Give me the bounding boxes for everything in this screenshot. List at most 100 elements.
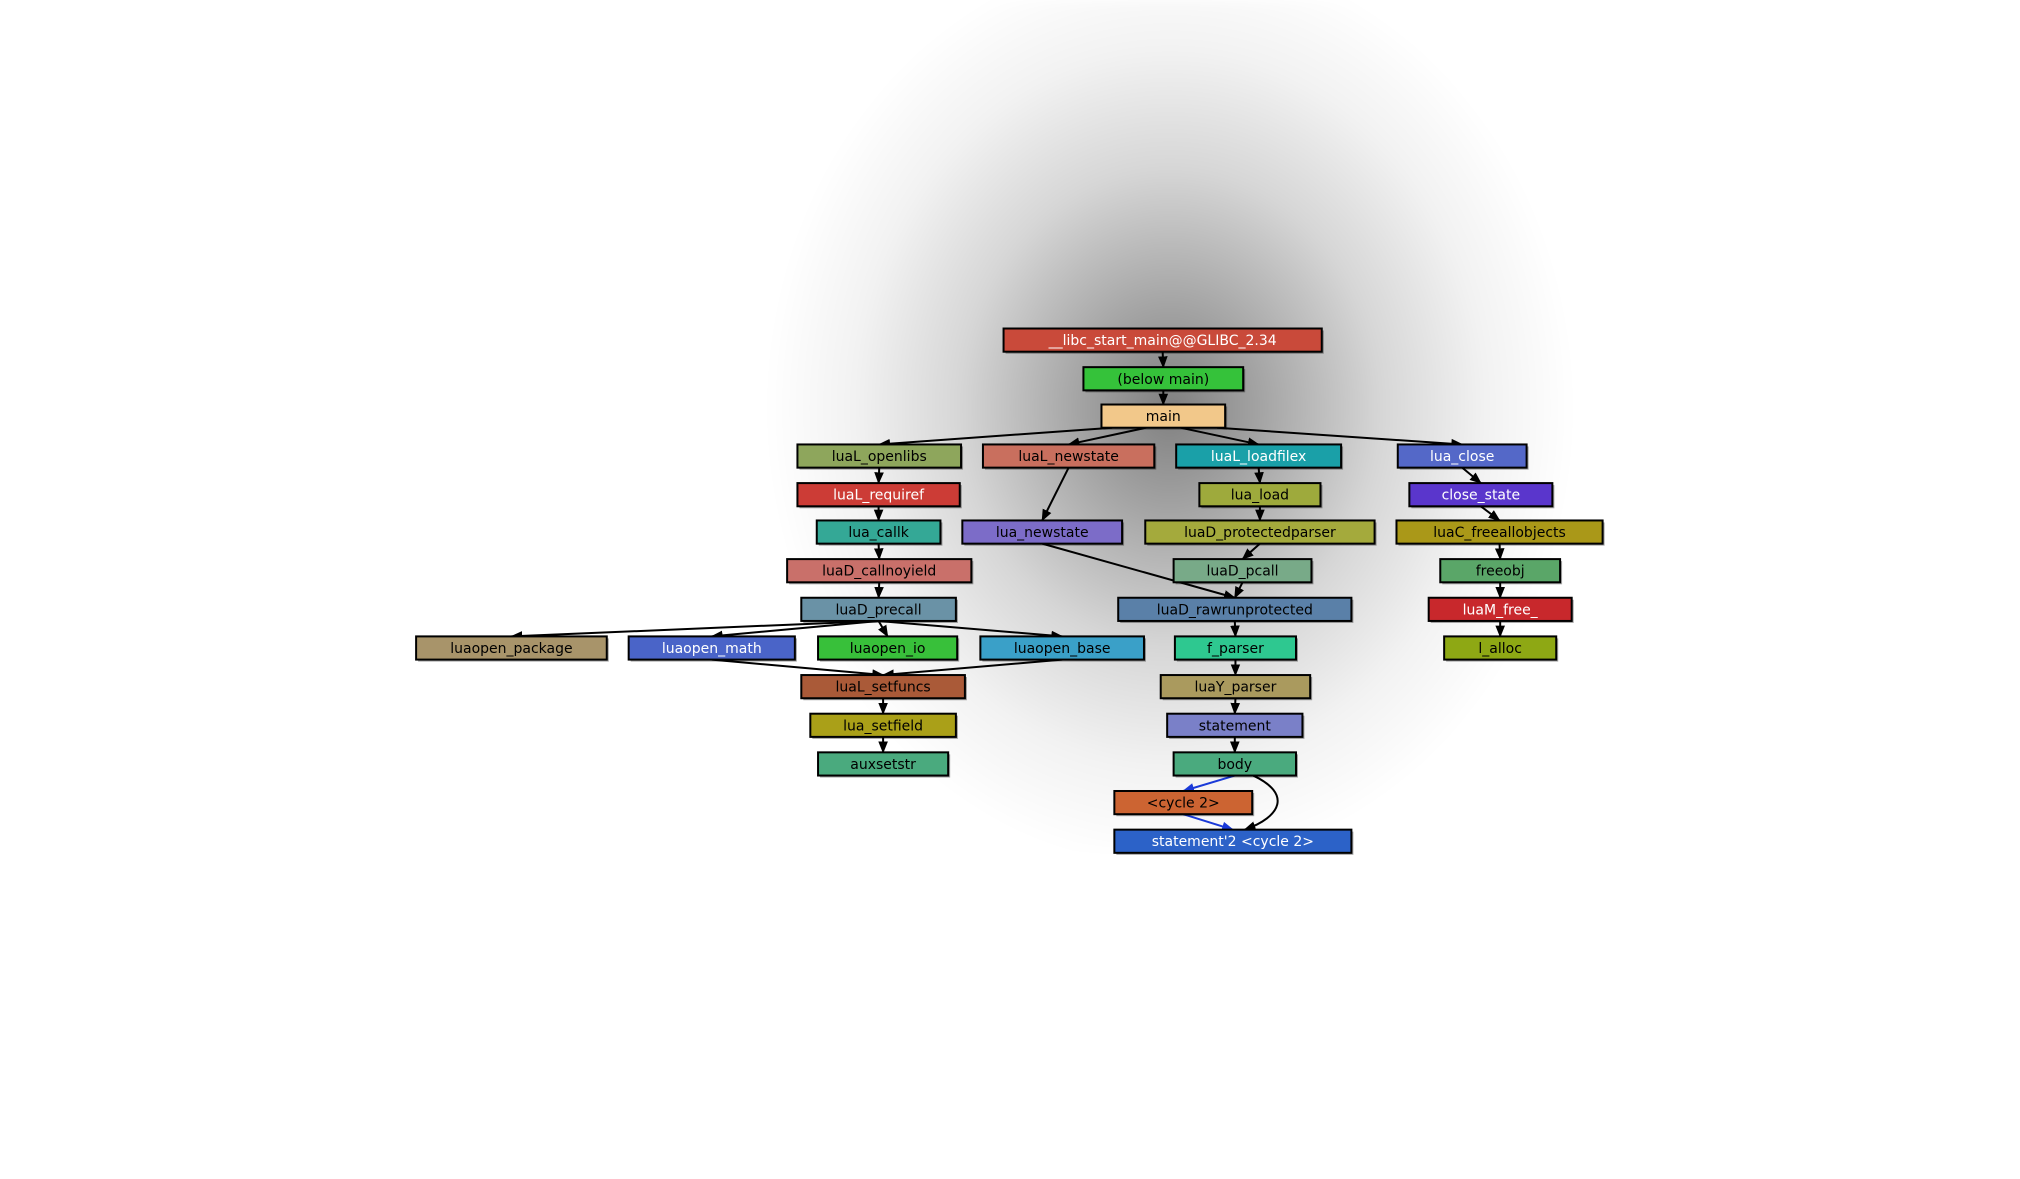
node-luaL_newstate[interactable]: luaL_newstate: [981, 443, 1157, 470]
node-box[interactable]: [800, 596, 957, 622]
node-luaL_requiref[interactable]: luaL_requiref: [796, 482, 962, 509]
node-label: luaD_protectedparser: [1184, 525, 1336, 541]
node-box[interactable]: [1159, 674, 1312, 700]
node-statement[interactable]: statement: [1166, 712, 1305, 739]
node-lua_load[interactable]: lua_load: [1198, 482, 1323, 509]
node-box[interactable]: [415, 635, 608, 661]
node-statement2[interactable]: statement'2 <cycle 2>: [1113, 828, 1354, 855]
node-box[interactable]: [815, 519, 942, 545]
node-f_parser[interactable]: f_parser: [1173, 635, 1298, 662]
node-main[interactable]: main: [1100, 403, 1228, 430]
edge-lua_newstate-to-luaD_rawrunprotected: [1041, 542, 1236, 600]
node-box[interactable]: [1113, 789, 1254, 816]
node-luaD_precall[interactable]: luaD_precall: [800, 596, 958, 623]
node-close_state[interactable]: close_state: [1408, 482, 1555, 509]
node-label: luaopen_io: [850, 641, 926, 657]
node-luaopen_io[interactable]: luaopen_io: [817, 635, 960, 662]
node-box[interactable]: [796, 482, 961, 508]
node-below_main[interactable]: (below main): [1082, 366, 1246, 393]
node-box[interactable]: [979, 635, 1145, 661]
node-libc[interactable]: __libc_start_main@@GLIBC_2.34: [1002, 327, 1324, 354]
node-label: close_state: [1442, 488, 1521, 504]
node-box[interactable]: [786, 558, 973, 584]
node-box[interactable]: [1198, 482, 1322, 508]
node-luaD_callnoyield[interactable]: luaD_callnoyield: [786, 558, 974, 585]
edge-main-to-luaL_newstate: [1067, 426, 1147, 447]
edge-body-to-statement2: [1243, 774, 1279, 831]
node-box[interactable]: [817, 635, 959, 661]
node-label: freeobj: [1476, 564, 1525, 580]
node-lua_callk[interactable]: lua_callk: [815, 519, 943, 546]
node-box[interactable]: [1144, 519, 1376, 545]
node-box[interactable]: [1173, 635, 1297, 661]
node-luaD_rawrunprotected[interactable]: luaD_rawrunprotected: [1117, 596, 1354, 623]
node-box[interactable]: [1117, 596, 1353, 622]
node-label: l_alloc: [1478, 641, 1522, 657]
edge-luaC_freeallobjects-to-freeobj: [1494, 543, 1505, 561]
node-box[interactable]: [1113, 828, 1353, 854]
node-box[interactable]: [1172, 558, 1313, 584]
node-label: statement: [1199, 718, 1272, 734]
node-box[interactable]: [1175, 443, 1343, 469]
edge-luaL_loadfilex-to-lua_load: [1254, 467, 1264, 485]
node-body[interactable]: body: [1172, 751, 1298, 778]
node-box[interactable]: [809, 712, 957, 738]
edge-luaD_precall-to-luaopen_io: [877, 620, 889, 638]
node-luaD_protectedparser[interactable]: luaD_protectedparser: [1144, 519, 1377, 546]
node-box[interactable]: [1443, 635, 1558, 661]
node-label: statement'2 <cycle 2>: [1152, 834, 1314, 850]
edge-body-to-cycle2: [1182, 774, 1236, 793]
node-luaopen_base[interactable]: luaopen_base: [979, 635, 1146, 662]
node-label: lua_newstate: [996, 525, 1089, 541]
node-box[interactable]: [1408, 482, 1554, 508]
node-luaopen_package[interactable]: luaopen_package: [415, 635, 609, 662]
node-label: luaL_setfuncs: [835, 680, 930, 696]
node-label: lua_setfield: [843, 718, 923, 734]
node-auxsetstr[interactable]: auxsetstr: [817, 751, 951, 778]
node-lua_close[interactable]: lua_close: [1396, 443, 1529, 470]
node-l_alloc[interactable]: l_alloc: [1443, 635, 1559, 662]
node-label: luaC_freeallobjects: [1433, 525, 1566, 541]
node-box[interactable]: [800, 674, 966, 700]
node-box[interactable]: [1166, 712, 1304, 738]
node-box[interactable]: [1172, 751, 1297, 777]
edge-luaD_callnoyield-to-luaD_precall: [874, 582, 884, 599]
node-label: luaD_precall: [836, 602, 922, 618]
node-luaY_parser[interactable]: luaY_parser: [1159, 674, 1313, 701]
node-label: body: [1217, 757, 1252, 773]
node-box[interactable]: [627, 635, 796, 661]
node-box[interactable]: [1439, 558, 1562, 584]
edge-luaD_protectedparser-to-luaD_pcall: [1241, 542, 1261, 560]
node-label: luaopen_math: [662, 641, 762, 657]
node-luaC_freeallobjects[interactable]: luaC_freeallobjects: [1395, 519, 1605, 546]
node-lua_setfield[interactable]: lua_setfield: [809, 712, 958, 739]
node-luaM_free_[interactable]: luaM_free_: [1427, 596, 1574, 623]
node-box[interactable]: [1395, 519, 1604, 545]
node-lua_newstate[interactable]: lua_newstate: [961, 519, 1125, 546]
node-box[interactable]: [796, 443, 963, 469]
node-box[interactable]: [1427, 596, 1573, 622]
node-box[interactable]: [1100, 403, 1227, 429]
node-luaL_openlibs[interactable]: luaL_openlibs: [796, 443, 964, 470]
node-box[interactable]: [1002, 327, 1323, 353]
node-label: luaL_requiref: [833, 488, 925, 504]
node-luaL_loadfilex[interactable]: luaL_loadfilex: [1175, 443, 1344, 470]
node-luaL_setfuncs[interactable]: luaL_setfuncs: [800, 674, 967, 701]
node-label: luaopen_base: [1014, 641, 1111, 657]
node-cycle2[interactable]: <cycle 2>: [1113, 789, 1255, 817]
node-freeobj[interactable]: freeobj: [1439, 558, 1563, 585]
node-label: luaL_loadfilex: [1211, 449, 1306, 465]
node-box[interactable]: [817, 751, 950, 777]
edge-luaD_precall-to-luaopen_math: [710, 619, 879, 641]
edge-main-to-luaL_openlibs: [878, 426, 1113, 449]
node-box[interactable]: [1082, 366, 1245, 392]
node-box[interactable]: [1396, 443, 1528, 469]
node-luaD_pcall[interactable]: luaD_pcall: [1172, 558, 1314, 585]
node-box[interactable]: [981, 443, 1156, 469]
edge-main-to-luaL_loadfilex: [1180, 426, 1260, 447]
node-luaopen_math[interactable]: luaopen_math: [627, 635, 797, 662]
node-label: auxsetstr: [850, 757, 916, 773]
node-label: f_parser: [1207, 641, 1264, 657]
node-box[interactable]: [961, 519, 1124, 545]
